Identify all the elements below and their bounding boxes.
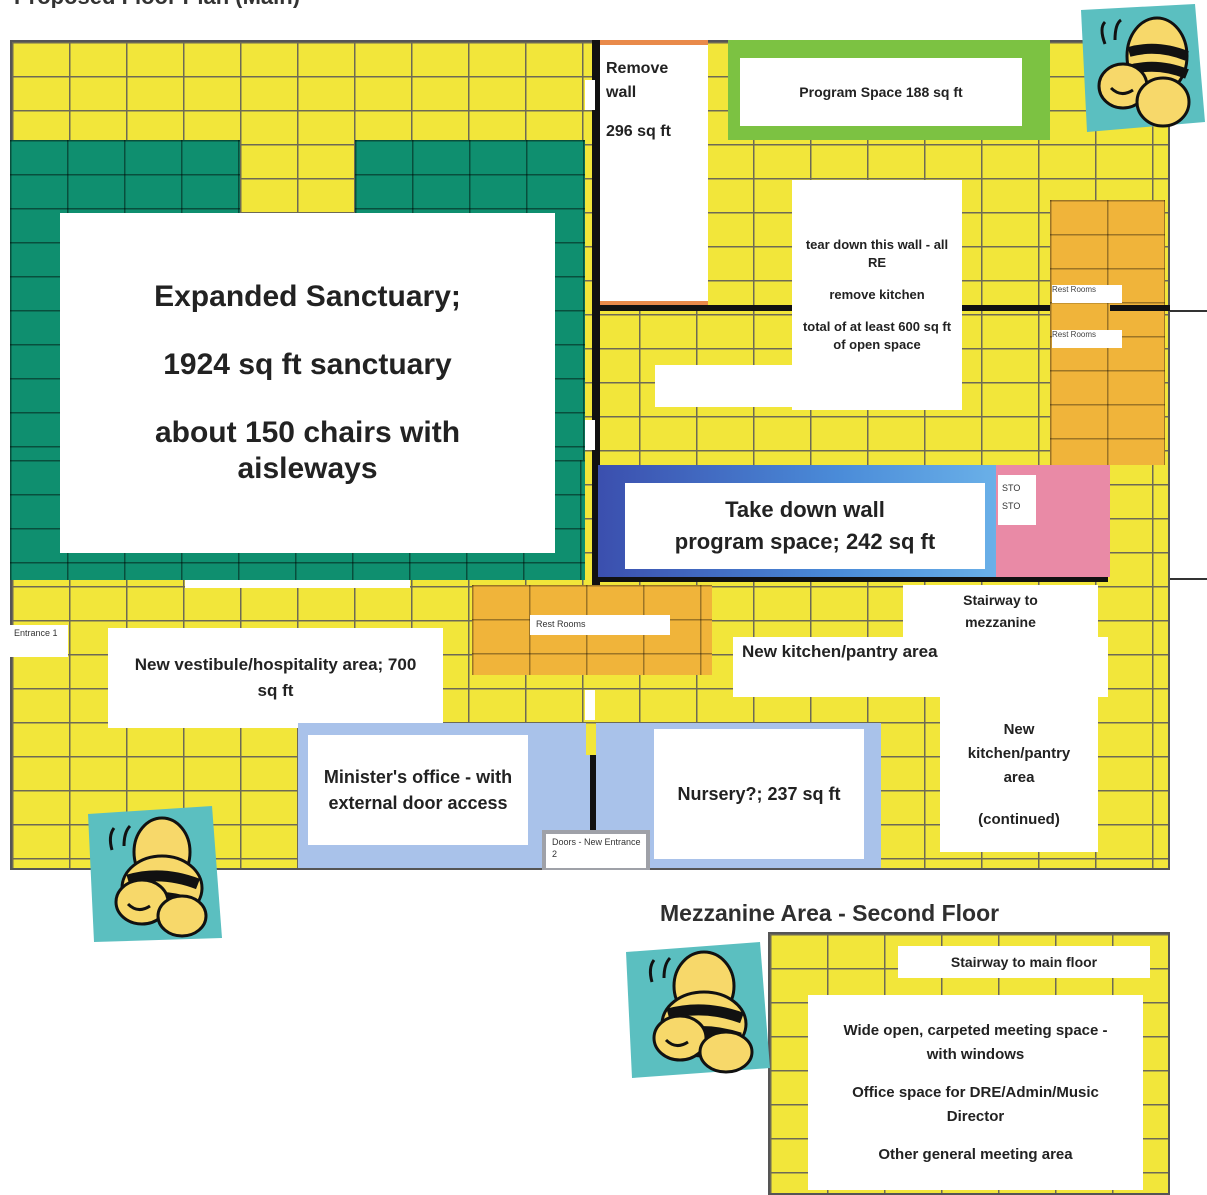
white-strip-4 — [585, 80, 595, 110]
wall-horizontal-2 — [598, 575, 1108, 582]
nursery-room: Nursery?; 237 sq ft — [596, 723, 881, 868]
tear-down-line-2: remove kitchen — [829, 287, 925, 302]
white-strip-3 — [585, 690, 595, 720]
mezzanine-line-1: Wide open, carpeted meeting space - with… — [843, 1021, 1108, 1063]
mezzanine-line-3: Other general meeting area — [878, 1145, 1073, 1163]
mezzanine-title: Mezzanine Area - Second Floor — [660, 900, 1000, 926]
program-space-188-label: Program Space 188 sq ft — [740, 58, 1022, 126]
white-strip-2 — [585, 420, 595, 450]
take-down-line-2: program space; 242 sq ft — [674, 529, 936, 554]
new-kitchen-cont-line-2: (continued) — [978, 810, 1060, 828]
take-down-line-1: Take down wall — [725, 497, 885, 522]
remove-wall-size: 296 sq ft — [606, 123, 671, 140]
rest-rooms-label-2: Rest Rooms — [1052, 330, 1122, 348]
doors-label: Doors - New Entrance 2 — [546, 834, 646, 868]
tear-down-line-3: total of at least 600 sq ft of open spac… — [802, 319, 952, 352]
sanctuary-line-2: 1924 sq ft sanctuary — [163, 348, 452, 381]
remove-wall-room: Remove wall 296 sq ft — [598, 40, 708, 305]
remove-wall-label: Remove wall — [606, 60, 669, 101]
vestibule-label: New vestibule/hospitality area; 700 sq f… — [108, 628, 443, 728]
storage-room: STO STO — [996, 465, 1110, 577]
sanctuary-line-3: about 150 chairs with aisleways — [154, 416, 461, 485]
white-patch — [655, 365, 795, 407]
minister-office-label: Minister's office - with external door a… — [308, 735, 528, 845]
mezzanine-line-2: Office space for DRE/Admin/Music Directo… — [852, 1083, 1099, 1125]
new-kitchen: New kitchen/pantry area — [733, 637, 1108, 697]
rest-rooms-label-1: Rest Rooms — [1052, 285, 1122, 303]
program-space-242-label: Take down wall program space; 242 sq ft — [625, 483, 985, 569]
bee-icon — [1075, 4, 1207, 136]
stairway-to-mezzanine: Stairway to mezzanine — [903, 585, 1098, 637]
exterior-line-1 — [1170, 310, 1207, 312]
program-space-188: Program Space 188 sq ft — [728, 40, 1050, 140]
bee-icon — [86, 806, 224, 944]
wall-vertical-2 — [588, 755, 596, 870]
tear-down-note: tear down this wall - all RE remove kitc… — [792, 180, 962, 410]
sanctuary-line-1: Expanded Sanctuary; — [154, 280, 461, 313]
new-kitchen-cont-line-1: New kitchen/pantry area — [967, 720, 1071, 786]
rest-rooms-label-3: Rest Rooms — [530, 615, 670, 635]
wall-restroom — [1110, 305, 1170, 311]
program-space-242: Take down wall program space; 242 sq ft — [598, 465, 996, 577]
white-strip — [185, 580, 410, 588]
nursery-label: Nursery?; 237 sq ft — [654, 729, 864, 859]
plan-title: Proposed Floor Plan (Main) — [14, 0, 614, 8]
sto-label-2: STO — [1002, 501, 1021, 511]
entrance-1: Entrance 1 — [10, 625, 68, 657]
passage — [530, 755, 590, 835]
sanctuary-label: Expanded Sanctuary; 1924 sq ft sanctuary… — [60, 213, 555, 553]
sto-label-1: STO — [1002, 483, 1021, 493]
bee-icon — [622, 942, 772, 1080]
stairway-to-main-floor: Stairway to main floor — [898, 946, 1150, 978]
new-kitchen-continued: New kitchen/pantry area (continued) — [940, 697, 1098, 852]
exterior-line-2 — [1170, 578, 1207, 580]
storage-label-box: STO STO — [998, 475, 1036, 525]
tear-down-line-1: tear down this wall - all RE — [805, 237, 949, 270]
mezzanine-meeting-space: Wide open, carpeted meeting space - with… — [808, 995, 1143, 1190]
main-floor-plan: Remove wall 296 sq ft Program Space 188 … — [10, 40, 1170, 870]
wall-vertical-1 — [592, 40, 600, 590]
doors-new-entrance-2: Doors - New Entrance 2 — [542, 830, 650, 870]
